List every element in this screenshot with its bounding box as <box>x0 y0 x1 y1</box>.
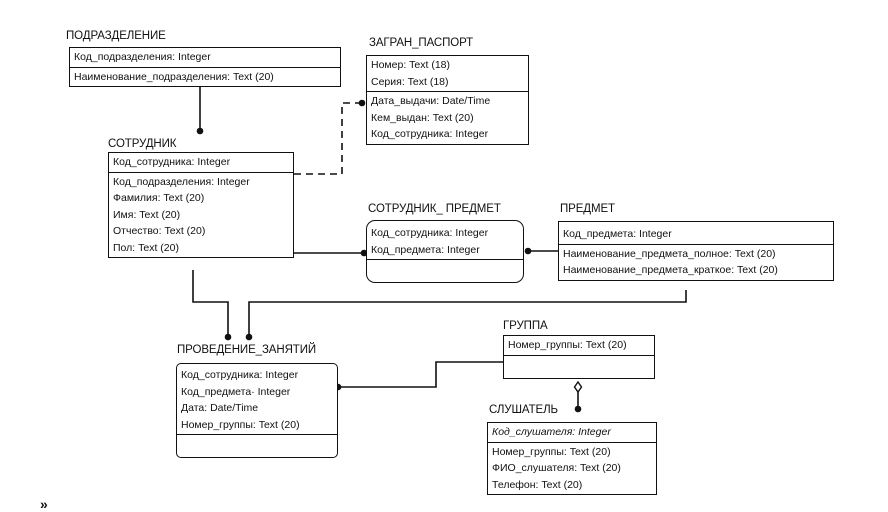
entity-attribute: Код_сотрудника: Integer <box>371 128 489 140</box>
entity-predmet[interactable]: Код_предмета: Integer Наименование_предм… <box>558 221 834 281</box>
entity-attribute: Код_сотрудника: Integer <box>181 369 299 381</box>
entity-attribute: Телефон: Text (20) <box>492 478 583 491</box>
entity-key-section: Номер: Text (18) Серия: Text (18) <box>367 56 528 91</box>
entity-key-section: Код_предмета: Integer <box>559 222 833 244</box>
entity-title-sotrudnik-predmet: СОТРУДНИК_ ПРЕДМЕТ <box>368 203 501 215</box>
entity-key-section: Код_слушателя: Integer <box>488 423 656 442</box>
entity-attr-section: Наименование_подразделения: Text (20) <box>70 66 340 87</box>
entity-title-slushatel: СЛУШАТЕЛЬ <box>489 404 558 416</box>
stray-mark: » <box>40 496 48 512</box>
rel-diamond-icon <box>573 380 583 394</box>
entity-attribute: Наименование_предмета_полное: Text (20) <box>563 247 776 260</box>
entity-attribute: Код_подразделения: Integer <box>74 51 211 63</box>
entity-attr-section: Номер_группы: Text (20) ФИО_слушателя: T… <box>488 441 656 495</box>
rel-end-dot <box>196 127 204 135</box>
entity-attr-section: Наименование_предмета_полное: Text (20) … <box>559 243 833 280</box>
rel-end-dot <box>524 247 532 255</box>
entity-attribute: Код_сотрудника: Integer <box>113 156 231 168</box>
rel-predmet-provedenie <box>248 290 687 337</box>
entity-provedenie-zanyatiy[interactable]: Код_сотрудника: Integer Код_предмета· In… <box>176 363 338 458</box>
entity-sotrudnik-predmet[interactable]: Код_сотрудника: Integer Код_предмета: In… <box>366 220 524 283</box>
entity-attribute: Код_подразделения: Integer <box>113 175 250 188</box>
entity-attribute: Кем_выдан: Text (20) <box>371 111 474 124</box>
entity-attribute: Номер_группы: Text (20) <box>508 339 627 351</box>
entity-key-section: Код_сотрудника: Integer <box>109 153 293 172</box>
entity-title-podrazdelenie: ПОДРАЗДЕЛЕНИЕ <box>66 30 166 42</box>
entity-podrazdelenie[interactable]: Код_подразделения: Integer Наименование_… <box>69 47 341 87</box>
rel-gruppa-provedenie <box>338 361 503 388</box>
entity-key-section: Код_сотрудника: Integer Код_предмета: In… <box>367 221 523 259</box>
rel-sotrudnik-provedenie <box>192 270 229 337</box>
entity-title-sotrudnik: СОТРУДНИК <box>108 138 177 150</box>
entity-key-section: Код_подразделения: Integer <box>70 48 340 67</box>
entity-attribute: Пол: Text (20) <box>113 241 179 254</box>
entity-key-section: Номер_группы: Text (20) <box>504 336 654 355</box>
entity-attr-section <box>177 434 337 457</box>
entity-attribute: ФИО_слушателя: Text (20) <box>492 462 621 474</box>
rel-end-dot <box>224 333 232 341</box>
entity-gruppa[interactable]: Номер_группы: Text (20) <box>503 335 655 379</box>
entity-title-predmet: ПРЕДМЕТ <box>560 203 615 215</box>
entity-zagran-pasport[interactable]: Номер: Text (18) Серия: Text (18) Дата_в… <box>366 55 529 145</box>
entity-title-provedenie-zanyatiy: ПРОВЕДЕНИЕ_ЗАНЯТИЙ <box>177 344 317 356</box>
entity-attr-section <box>367 259 523 282</box>
entity-attribute: Номер_группы: Text (20) <box>492 445 611 458</box>
entity-attribute: Наименование_подразделения: Text (20) <box>74 70 274 83</box>
entity-title-gruppa: ГРУППА <box>503 320 548 332</box>
entity-attribute: Дата_выдачи: Date/Time <box>371 95 491 107</box>
entity-attribute: Номер: Text (18) <box>371 59 451 71</box>
rel-end-dot <box>245 333 253 341</box>
entity-attribute: Код_предмета: Integer <box>371 243 480 256</box>
entity-title-zagran-pasport: ЗАГРАН_ПАСПОРТ <box>369 37 474 49</box>
rel-sotrudnik-zagran-pasport <box>294 102 362 175</box>
entity-attr-section: Дата_выдачи: Date/Time Кем_выдан: Text (… <box>367 91 528 144</box>
entity-attribute: Код_слушателя: Integer <box>492 426 611 438</box>
entity-attribute: Наименование_предмета_краткое: Text (20) <box>563 264 778 276</box>
entity-attribute: Код_сотрудника: Integer <box>371 227 489 239</box>
entity-attribute: Имя: Text (20) <box>113 208 181 221</box>
entity-attribute: Код_предмета· Integer <box>181 385 291 398</box>
rel-end-dot <box>358 99 366 107</box>
entity-attr-section <box>504 354 654 378</box>
entity-key-section: Код_сотрудника: Integer Код_предмета· In… <box>177 364 337 434</box>
entity-attribute: Номер_группы: Text (20) <box>181 418 300 431</box>
entity-attribute: Серия: Text (18) <box>371 75 449 88</box>
entity-slushatel[interactable]: Код_слушателя: Integer Номер_группы: Tex… <box>487 422 657 495</box>
entity-attribute: Отчество: Text (20) <box>113 225 206 237</box>
entity-sotrudnik[interactable]: Код_сотрудника: Integer Код_подразделени… <box>108 152 294 258</box>
entity-attr-section: Код_подразделения: Integer Фамилия: Text… <box>109 171 293 258</box>
rel-end-dot <box>360 249 368 257</box>
entity-attribute: Фамилия: Text (20) <box>113 192 205 204</box>
rel-end-dot <box>574 405 582 413</box>
entity-attribute: Дата: Date/Time <box>181 402 259 414</box>
entity-attribute: Код_предмета: Integer <box>563 228 672 240</box>
